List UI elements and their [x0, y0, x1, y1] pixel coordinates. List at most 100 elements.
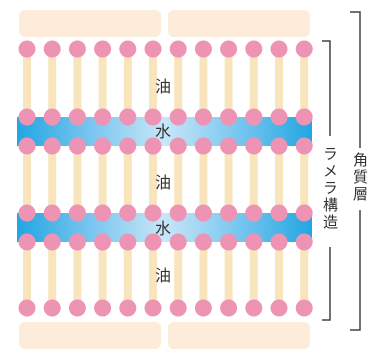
lipid-head: [68, 137, 86, 155]
lipid-tail: [300, 146, 309, 213]
lipid-head: [194, 40, 212, 58]
lipid-tail: [199, 242, 208, 308]
lipid-head: [220, 40, 238, 58]
lipid-tail: [73, 146, 82, 213]
lipid-head: [169, 299, 187, 317]
lipid-head: [245, 108, 263, 126]
lipid-head: [43, 137, 61, 155]
lipid-head: [43, 204, 61, 222]
lipid-head: [245, 40, 263, 58]
lipid-tail: [123, 242, 132, 308]
lipid-tail: [98, 49, 107, 117]
lipid-head: [18, 204, 36, 222]
lipid-tail: [48, 146, 57, 213]
lipid-head: [270, 40, 288, 58]
lipid-tail: [23, 146, 31, 213]
lipid-tail: [73, 49, 82, 117]
lamellar-bracket: [322, 40, 331, 321]
lipid-head: [295, 204, 313, 222]
lipid-head: [68, 233, 86, 251]
lipid-head: [194, 137, 212, 155]
stratum-corneum-label: 角質層: [351, 152, 369, 203]
lipid-tail: [23, 49, 31, 117]
lipid-head: [270, 233, 288, 251]
lipid-head: [194, 204, 212, 222]
lipid-tail: [48, 242, 57, 308]
corneocyte-tile: [19, 10, 161, 37]
lipid-molecules: [18, 40, 313, 317]
lipid-head: [245, 299, 263, 317]
lipid-head: [94, 299, 112, 317]
layer-label-water: 水: [155, 122, 171, 141]
lipid-head: [245, 204, 263, 222]
lipid-tail: [199, 146, 208, 213]
lipid-head: [194, 108, 212, 126]
lipid-head: [68, 299, 86, 317]
lipid-head: [68, 108, 86, 126]
lipid-head: [295, 137, 313, 155]
water-band: [17, 213, 312, 242]
lipid-head: [43, 233, 61, 251]
corneocyte-tiles: [19, 10, 310, 349]
lipid-head: [94, 40, 112, 58]
lipid-head: [119, 108, 137, 126]
lipid-head: [94, 204, 112, 222]
lipid-tail: [123, 146, 132, 213]
corneocyte-tile: [168, 322, 310, 349]
layer-label-oil: 油: [155, 173, 171, 192]
lipid-tail: [149, 49, 157, 117]
corneocyte-tile: [19, 322, 161, 349]
lipid-head: [245, 233, 263, 251]
lipid-tail: [23, 242, 31, 308]
lipid-head: [270, 108, 288, 126]
lipid-head: [119, 233, 137, 251]
lipid-tail: [224, 146, 233, 213]
lipid-tail: [224, 49, 233, 117]
lipid-head: [94, 137, 112, 155]
lipid-head: [43, 299, 61, 317]
lipid-tail: [73, 242, 82, 308]
lipid-head: [144, 40, 162, 58]
corneocyte-tile: [168, 10, 310, 37]
stratum-corneum-bracket: [350, 11, 361, 331]
layer-label-oil: 油: [155, 266, 171, 285]
lipid-head: [119, 40, 137, 58]
lipid-head: [18, 137, 36, 155]
lipid-tail: [249, 146, 258, 213]
lipid-head: [169, 40, 187, 58]
water-band: [17, 117, 312, 146]
lipid-tail: [174, 146, 183, 213]
lipid-head: [43, 108, 61, 126]
lipid-head: [119, 299, 137, 317]
lipid-head: [119, 137, 137, 155]
lipid-tail: [174, 49, 183, 117]
lipid-head: [144, 204, 162, 222]
lamellar-structure-label: ラメラ構造: [321, 146, 339, 231]
lipid-head: [245, 137, 263, 155]
lipid-tail: [275, 49, 283, 117]
lipid-tail: [98, 242, 107, 308]
lipid-head: [144, 137, 162, 155]
lipid-head: [295, 108, 313, 126]
lipid-head: [295, 40, 313, 58]
lipid-head: [94, 233, 112, 251]
lipid-tail: [174, 242, 183, 308]
lipid-tail: [249, 242, 258, 308]
lipid-head: [68, 40, 86, 58]
lipid-head: [18, 299, 36, 317]
lipid-head: [18, 233, 36, 251]
lipid-head: [18, 40, 36, 58]
lipid-head: [144, 233, 162, 251]
lipid-head: [295, 299, 313, 317]
lipid-tail: [48, 49, 57, 117]
lipid-head: [194, 233, 212, 251]
lipid-head: [169, 108, 187, 126]
lipid-head: [119, 204, 137, 222]
lipid-tail: [224, 242, 233, 308]
lipid-tail: [123, 49, 132, 117]
lipid-tail: [300, 242, 309, 308]
lipid-head: [194, 299, 212, 317]
lipid-head: [169, 233, 187, 251]
lipid-head: [220, 299, 238, 317]
